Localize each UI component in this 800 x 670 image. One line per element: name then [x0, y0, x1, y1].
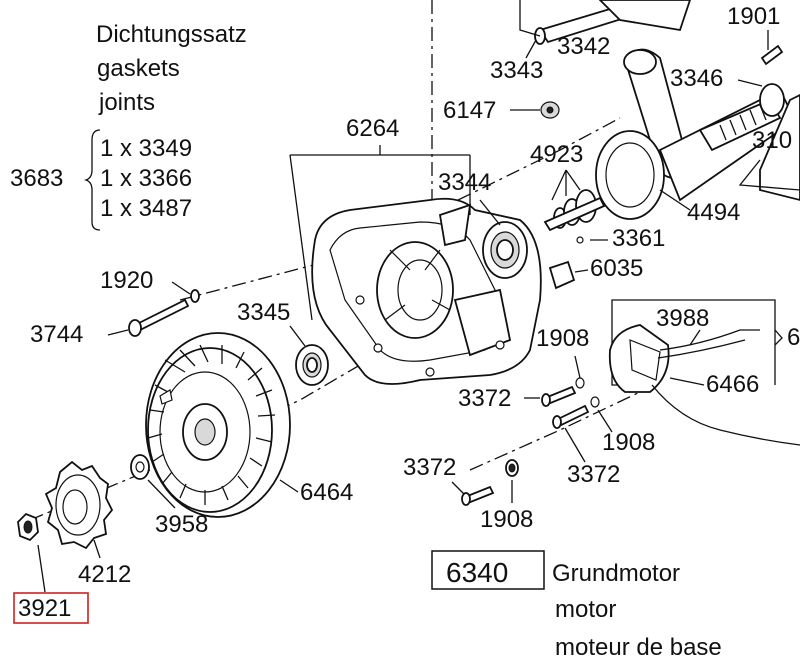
piston-skirt [598, 0, 691, 32]
gasket-brace [83, 129, 101, 231]
label-6147: 6147 [443, 97, 496, 124]
washer-1908-b [590, 396, 600, 408]
label-3345: 3345 [237, 299, 290, 326]
label-1901: 1901 [727, 3, 780, 30]
label-3361: 3361 [612, 225, 665, 252]
pin-1901 [760, 44, 784, 66]
nut-3921 [17, 512, 39, 542]
base-motor-line-de: Grundmotor [552, 560, 680, 587]
bearing-3344 [482, 221, 528, 279]
base-motor-line-fr: moteur de base [555, 634, 722, 661]
washer-1908-c [505, 459, 519, 477]
label-3343: 3343 [490, 57, 543, 84]
washer-3958 [130, 454, 150, 480]
base-motor-line-en: motor [555, 596, 616, 623]
title-line-de: Dichtungssatz [96, 21, 247, 48]
label-3988: 3988 [656, 305, 709, 332]
gasket-item-1: 1 x 3349 [100, 135, 192, 162]
fan-wheel-6464 [145, 332, 291, 518]
label-4923: 4923 [530, 141, 583, 168]
label-6466: 6466 [706, 371, 759, 398]
title-line-en: gaskets [97, 55, 180, 82]
sprocket-4212 [44, 460, 114, 550]
label-1908-b: 1908 [602, 429, 655, 456]
washer-1920 [190, 289, 200, 303]
gasket-item-2: 1 x 3366 [100, 165, 192, 192]
label-6264: 6264 [346, 115, 399, 142]
label-3958: 3958 [155, 511, 208, 538]
gasket-item-3: 1 x 3487 [100, 195, 192, 222]
label-3344: 3344 [438, 169, 491, 196]
crankshaft-assembly [534, 0, 800, 232]
axis-upper [179, 117, 621, 301]
label-3372-c: 3372 [403, 454, 456, 481]
bolt-3744 [128, 298, 190, 337]
label-310: 310 [752, 127, 792, 154]
label-3346: 3346 [670, 65, 723, 92]
clip-6035 [548, 260, 576, 290]
label-3342: 3342 [557, 33, 610, 60]
gasket-set-number: 3683 [10, 165, 63, 192]
base-motor-number: 6340 [446, 557, 508, 588]
label-1920: 1920 [100, 267, 153, 294]
base-motor-box [431, 550, 545, 590]
label-3921: 3921 [18, 595, 71, 622]
washer-1908-a [575, 377, 585, 389]
label-3372-a: 3372 [458, 385, 511, 412]
seal-3345 [295, 344, 329, 386]
label-3744: 3744 [30, 321, 83, 348]
label-1908-c: 1908 [480, 506, 533, 533]
label-6: 6 [787, 324, 800, 351]
label-6035: 6035 [590, 255, 643, 282]
label-4494: 4494 [687, 199, 740, 226]
label-3372-b: 3372 [567, 461, 620, 488]
title-line-fr: joints [98, 89, 155, 116]
ignition-coil-6466 [608, 324, 800, 446]
axis-screws [469, 391, 641, 471]
highlight-box-3921 [13, 592, 89, 624]
label-1908-a: 1908 [536, 325, 589, 352]
label-6464: 6464 [300, 479, 353, 506]
label-4212: 4212 [78, 561, 131, 588]
